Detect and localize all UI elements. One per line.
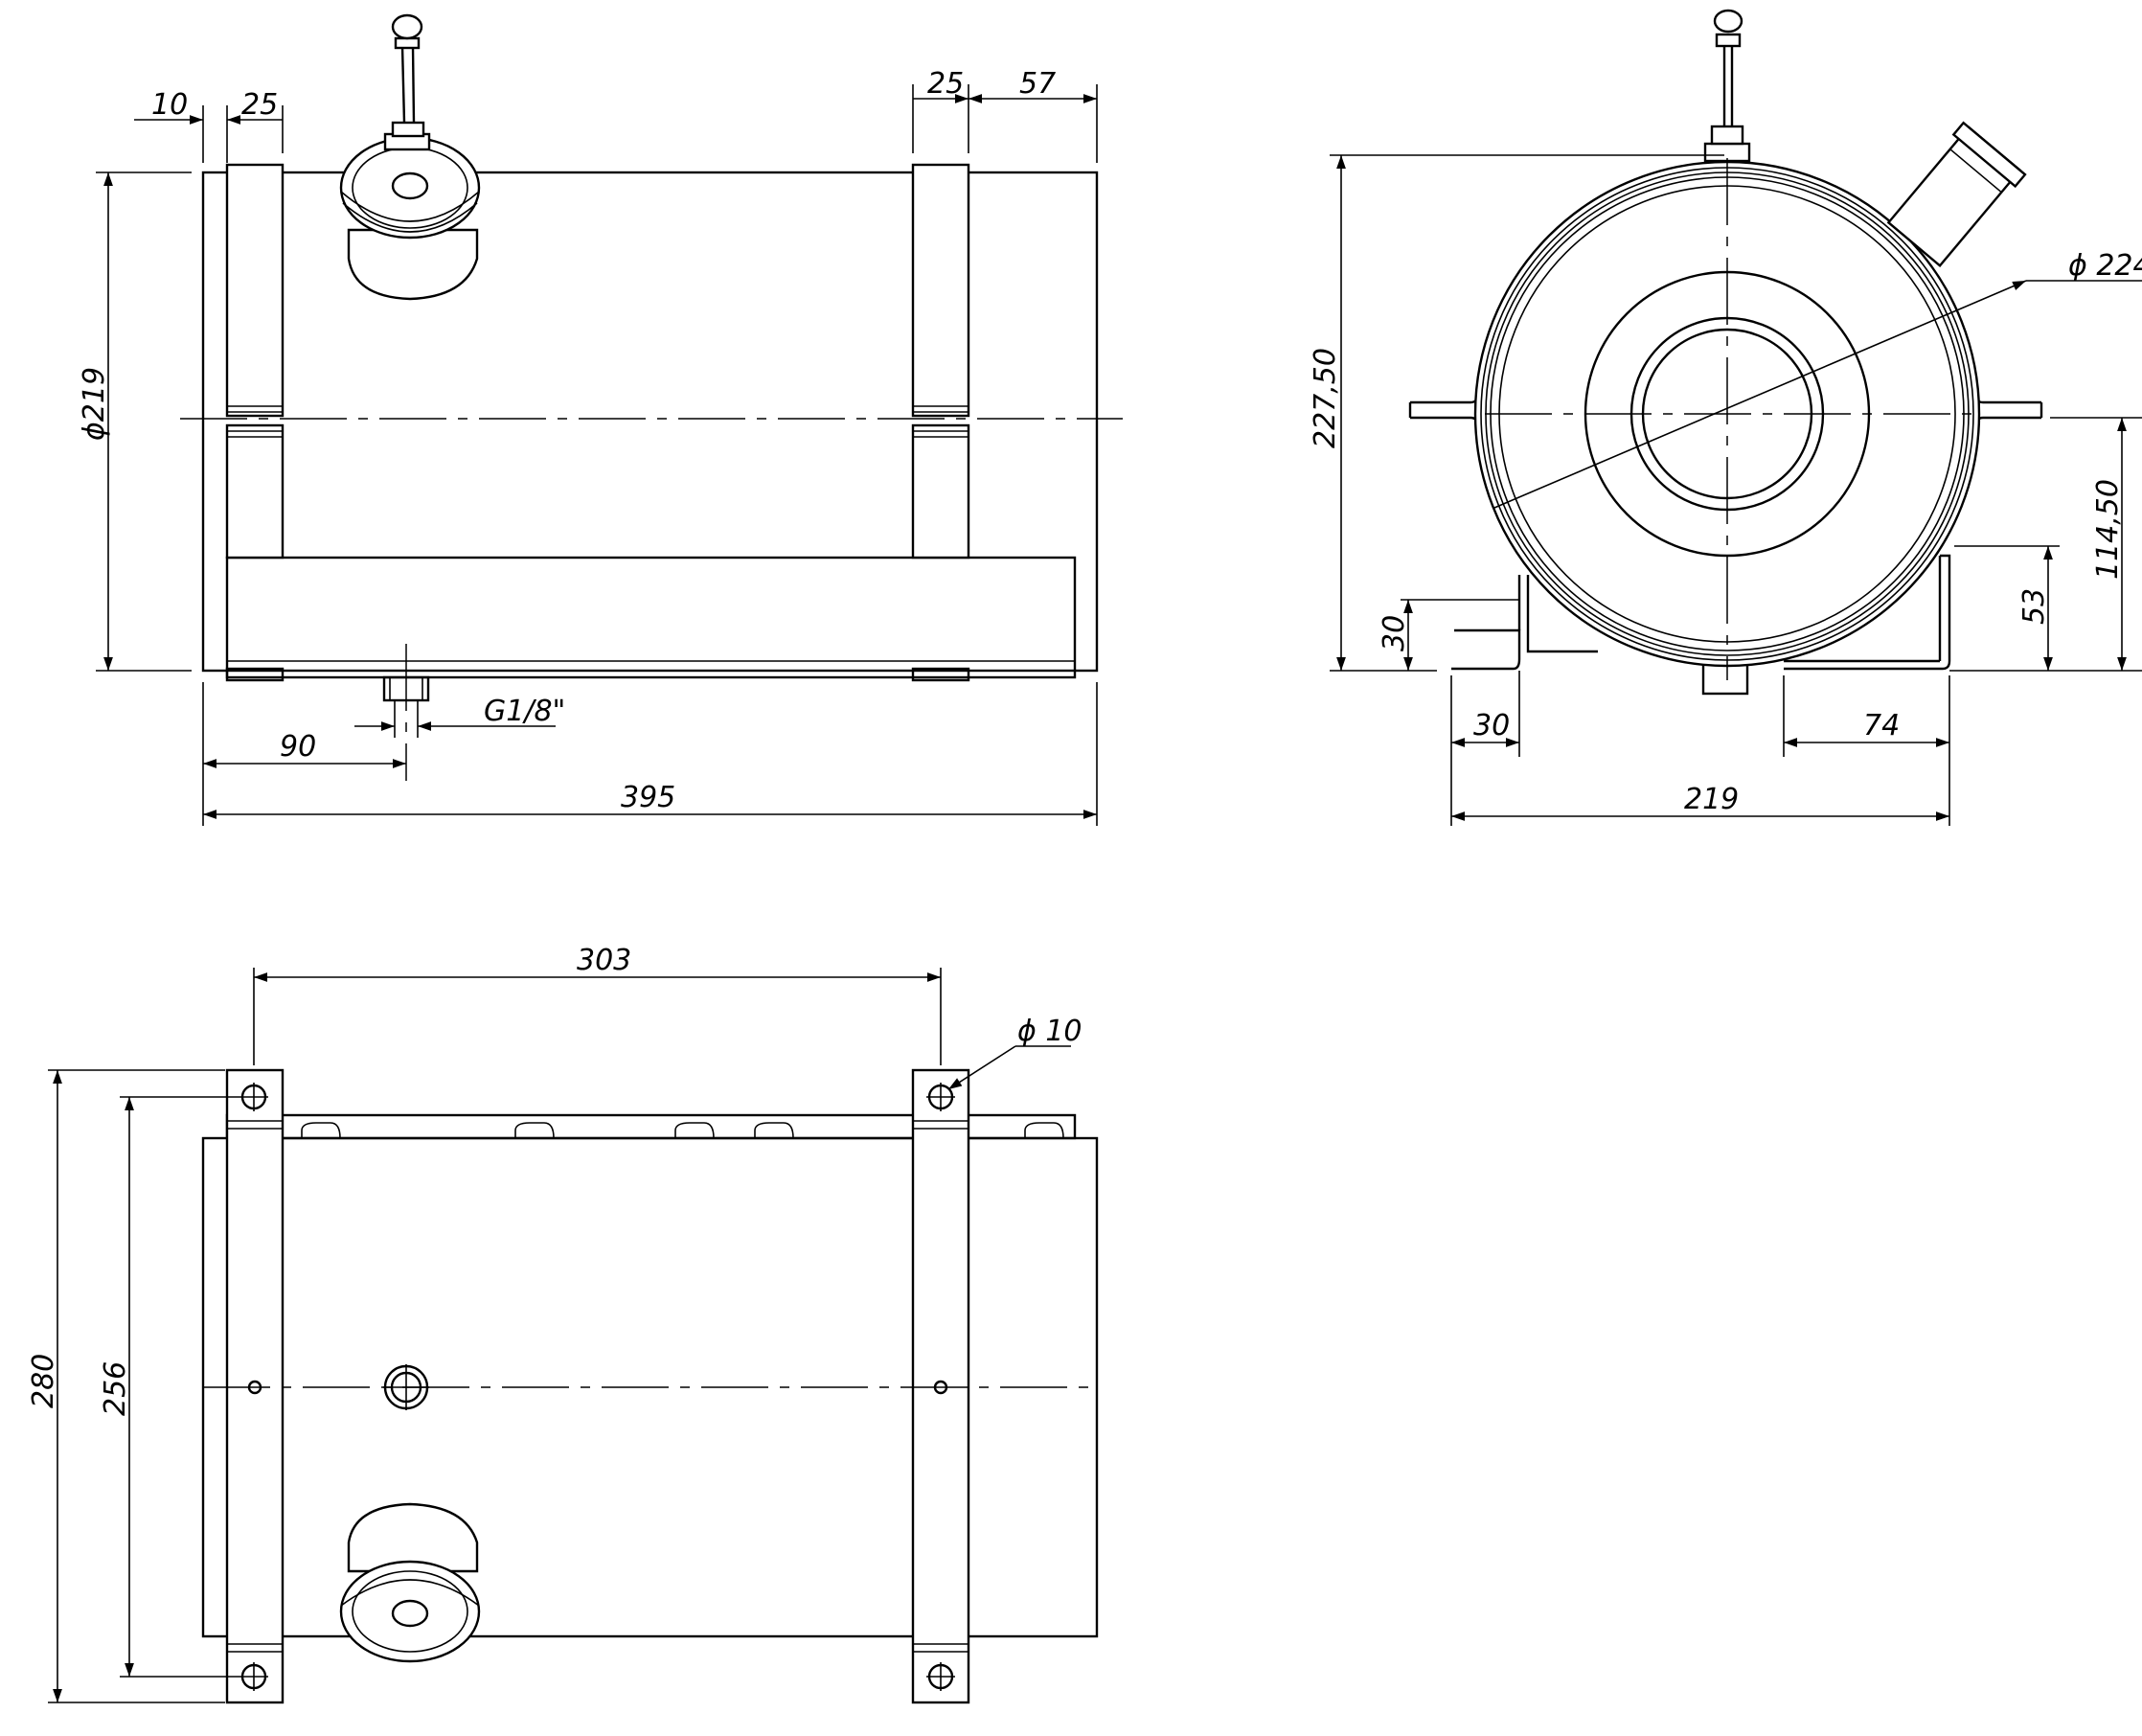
dim-25-left: 25 — [241, 88, 278, 122]
side-view: ϕ 224 227,50 30 53 114,50 30 — [1309, 9, 2142, 826]
dim-dia-224: ϕ 224 — [2068, 249, 2142, 283]
dim-dia-219: ϕ219 — [78, 367, 111, 441]
dim-25-right: 25 — [927, 67, 964, 101]
dim-57: 57 — [1019, 67, 1056, 101]
mounting-hole-icon — [239, 1083, 955, 1691]
dim-thread: G1/8" — [484, 695, 565, 728]
dim-219-width: 219 — [1684, 783, 1739, 816]
front-view: 10 25 25 57 ϕ219 90 G1/8" 395 — [78, 13, 1123, 826]
dim-74: 74 — [1863, 709, 1900, 742]
dim-hole-10: ϕ 10 — [1017, 1015, 1082, 1048]
dim-395: 395 — [621, 781, 675, 814]
top-view: 303 ϕ 10 280 256 — [27, 944, 1099, 1704]
dim-30-height: 30 — [1378, 615, 1411, 651]
dim-90: 90 — [280, 730, 316, 764]
dim-10: 10 — [151, 88, 188, 122]
dim-303: 303 — [577, 944, 631, 977]
dim-256: 256 — [99, 1361, 132, 1416]
dim-53: 53 — [2017, 588, 2051, 625]
dim-30-width: 30 — [1473, 709, 1510, 742]
dim-227-50: 227,50 — [1309, 348, 1342, 448]
dim-114-50: 114,50 — [2091, 479, 2125, 580]
dim-280: 280 — [27, 1354, 60, 1408]
